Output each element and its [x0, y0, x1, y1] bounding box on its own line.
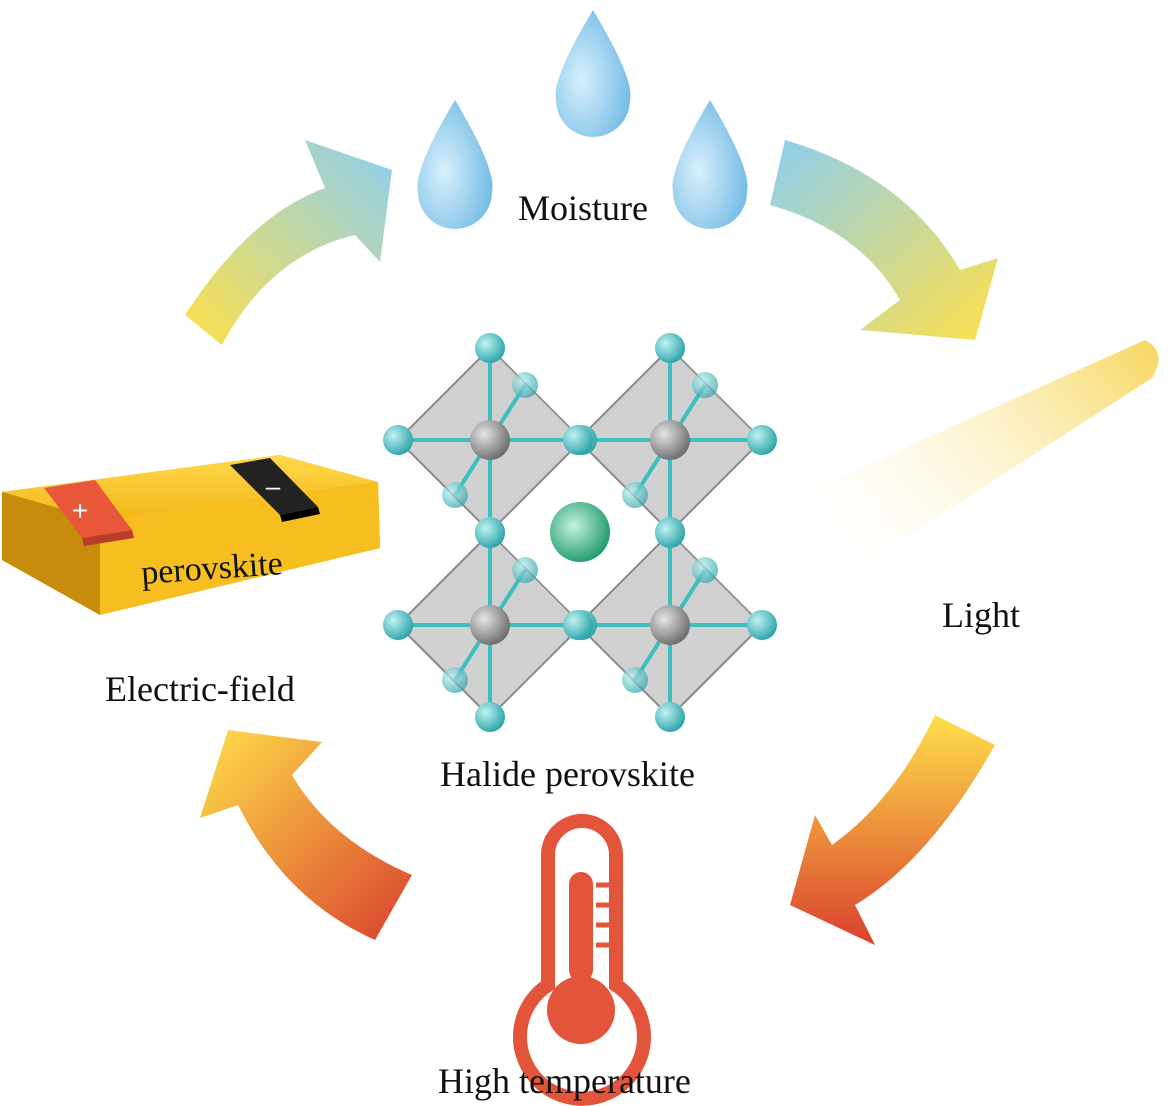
electric-field-label: Electric-field [105, 669, 295, 709]
arrow-light-to-temperature [790, 715, 995, 945]
water-drop-icon [555, 10, 631, 137]
metal-atom [470, 605, 510, 645]
water-drop-icon [672, 100, 748, 229]
octahedron-face [490, 348, 582, 440]
positive-terminal-sign: + [72, 495, 88, 526]
light-beam-icon [745, 340, 1159, 612]
battery-device-icon [2, 455, 380, 615]
arrow-electric-to-moisture [185, 140, 392, 345]
octahedron-face [490, 533, 582, 625]
negative-terminal-sign: – [266, 471, 281, 501]
perovskite-crystal-icon [383, 333, 777, 732]
halide-atom [442, 667, 468, 693]
halide-atom [692, 557, 718, 583]
halide-atom [383, 425, 413, 455]
octahedron-face [670, 348, 762, 440]
water-drop-icons [417, 10, 748, 229]
halide-atom [563, 425, 593, 455]
halide-atom [747, 425, 777, 455]
halide-perovskite-label: Halide perovskite [440, 754, 695, 794]
cycle-arrows [185, 140, 998, 945]
high-temperature-label: High temperature [438, 1061, 691, 1101]
light-label: Light [942, 595, 1020, 635]
halide-atom [475, 333, 505, 363]
halide-atom [622, 482, 648, 508]
positive-terminal [44, 480, 132, 538]
metal-atom [470, 420, 510, 460]
halide-atom [512, 372, 538, 398]
halide-atom [512, 557, 538, 583]
halide-atom [655, 702, 685, 732]
halide-atom [475, 518, 505, 548]
halide-atom [383, 610, 413, 640]
octahedron-face [670, 533, 762, 625]
thermometer-icon [513, 814, 651, 1106]
metal-atom [650, 605, 690, 645]
halide-atom [442, 482, 468, 508]
halide-atom [475, 702, 505, 732]
halide-atom [563, 610, 593, 640]
halide-atom [692, 372, 718, 398]
moisture-label: Moisture [518, 188, 648, 228]
halide-atom [655, 518, 685, 548]
halide-atom [747, 610, 777, 640]
negative-terminal [230, 458, 318, 515]
a-site-cation [550, 502, 610, 562]
arrow-temperature-to-electric [200, 730, 412, 940]
halide-atom [622, 667, 648, 693]
water-drop-icon [417, 100, 493, 229]
arrow-moisture-to-light [770, 140, 998, 340]
metal-atom [650, 420, 690, 460]
halide-atom [655, 333, 685, 363]
